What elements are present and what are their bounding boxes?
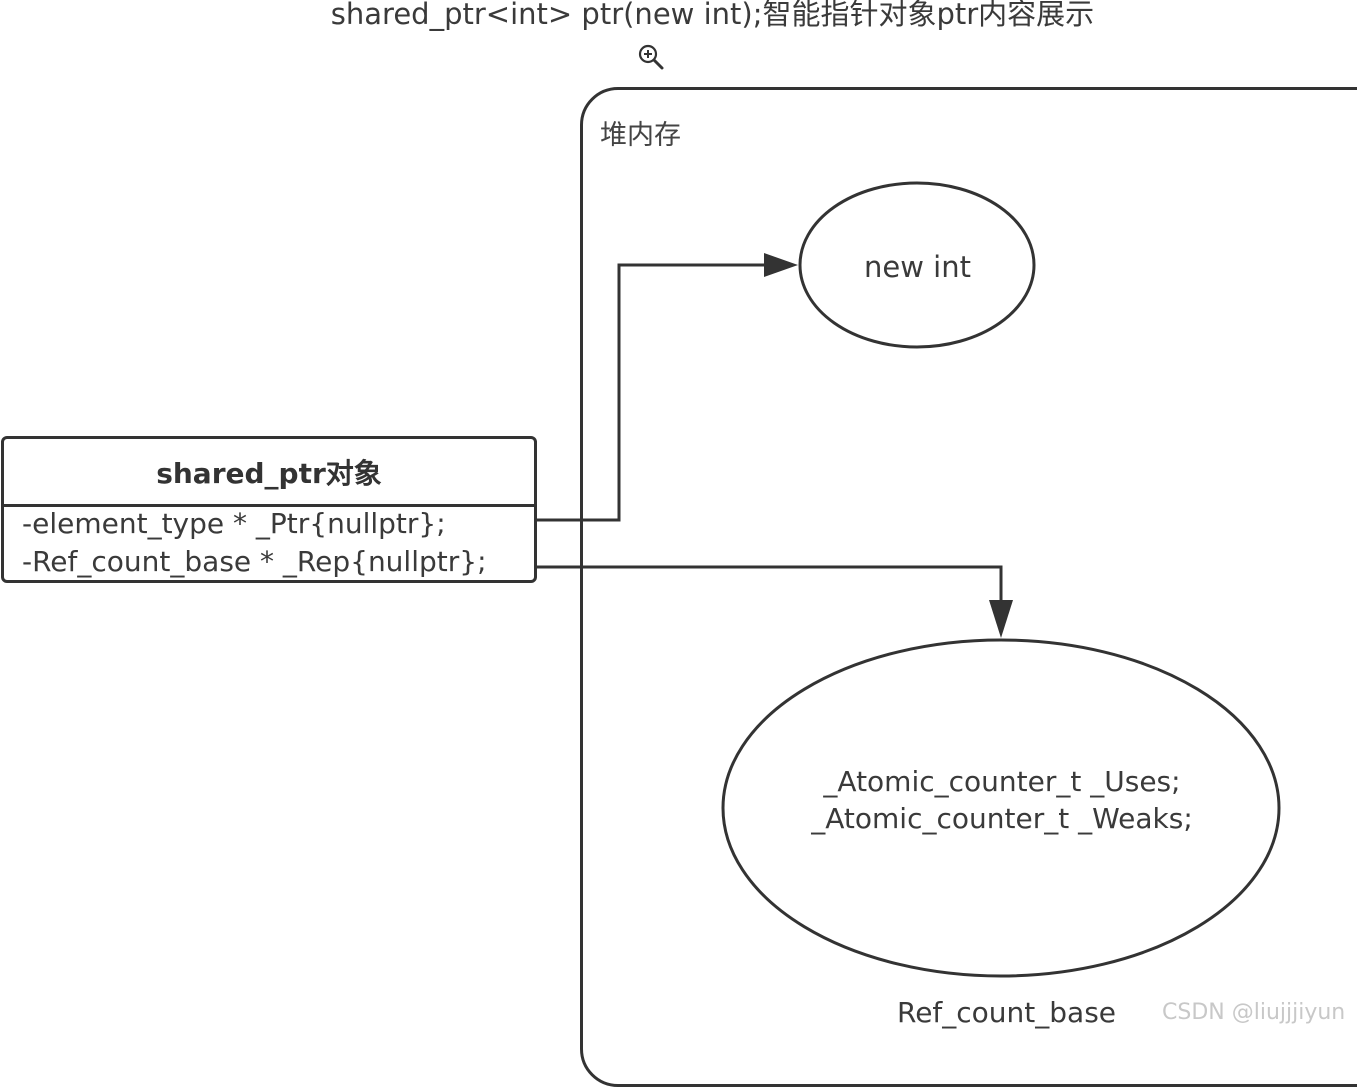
ref-count-base-caption: Ref_count_base: [897, 996, 1117, 1029]
new-int-label: new int: [864, 250, 971, 284]
weaks-counter-label: _Atomic_counter_t _Weaks;: [811, 802, 1193, 835]
watermark: CSDN @liujjjiyun: [1162, 1000, 1346, 1025]
ptr-field: -element_type * _Ptr{nullptr};: [22, 507, 446, 540]
uses-counter-label: _Atomic_counter_t _Uses;: [823, 765, 1181, 798]
rep-to-ref-count-arrow: [482, 565, 1003, 606]
diagram-connectors: [440, 181, 1281, 978]
ptr-arrowhead: [764, 253, 798, 277]
zoom-in-icon[interactable]: [637, 43, 665, 71]
shared-ptr-object-header: shared_ptr对象: [4, 439, 534, 507]
heap-memory-label: 堆内存: [600, 120, 681, 151]
rep-field: -Ref_count_base * _Rep{nullptr};: [22, 545, 487, 578]
shared-ptr-object-box: shared_ptr对象: [1, 436, 537, 583]
diagram-title: shared_ptr<int> ptr(new int);智能指针对象ptr内容…: [330, 0, 1095, 31]
rep-arrowhead: [989, 600, 1013, 638]
ref-count-base-node: [721, 638, 1281, 978]
new-int-node: [798, 181, 1036, 349]
